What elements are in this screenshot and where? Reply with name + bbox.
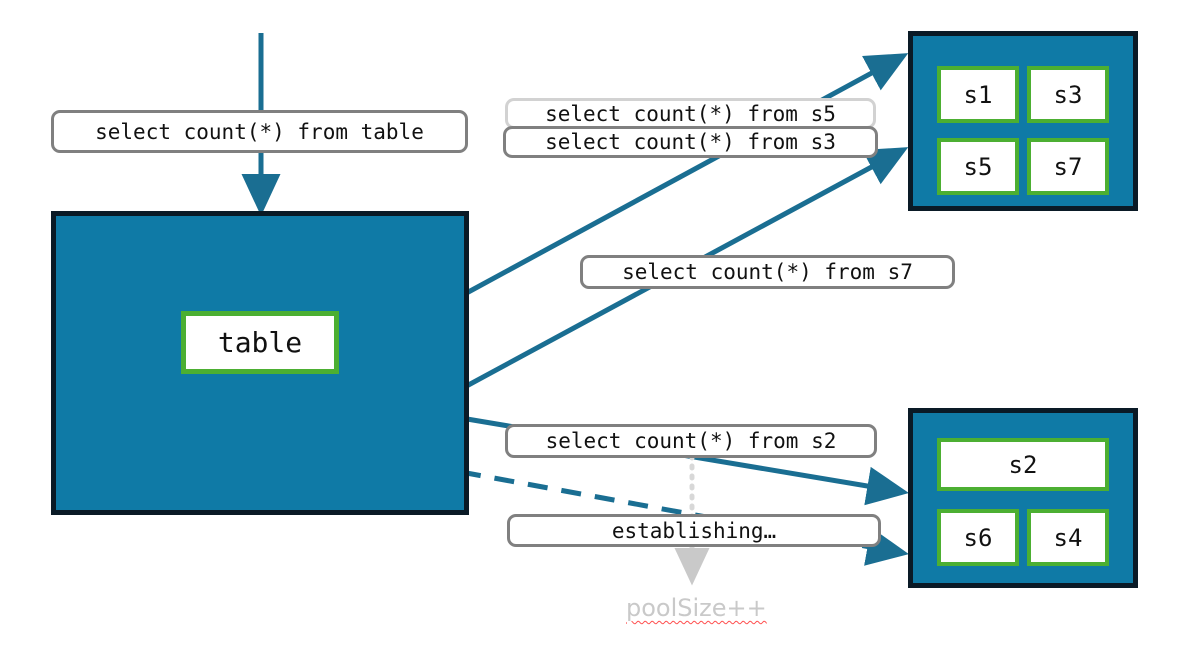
server-s7: s7: [1027, 138, 1109, 195]
establishing-status-text: establishing…: [611, 518, 777, 543]
query-label-s5: select count(*) from s5: [505, 98, 876, 129]
entry-query-text: select count(*) from table: [95, 119, 424, 144]
establishing-status-label: establishing…: [507, 514, 881, 547]
table-node: table: [181, 311, 339, 374]
server-s3: s3: [1027, 66, 1109, 123]
server-s2: s2: [937, 438, 1109, 491]
server-s3-label: s3: [1053, 80, 1083, 109]
server-s7-label: s7: [1053, 152, 1083, 181]
server-s1-label: s1: [963, 80, 993, 109]
server-s6-label: s6: [963, 523, 993, 552]
query-label-s2-text: select count(*) from s2: [545, 429, 837, 453]
server-s4-label: s4: [1053, 523, 1083, 552]
server-s5: s5: [937, 138, 1019, 195]
poolsize-note: poolSize++: [626, 594, 767, 622]
server-s4: s4: [1027, 509, 1109, 566]
query-label-s7-text: select count(*) from s7: [622, 260, 913, 284]
table-node-label: table: [217, 326, 303, 359]
query-label-s3: select count(*) from s3: [503, 126, 878, 158]
query-label-s7: select count(*) from s7: [580, 255, 955, 289]
query-label-s5-text: select count(*) from s5: [545, 101, 836, 126]
query-label-s3-text: select count(*) from s3: [545, 130, 836, 154]
entry-query-label: select count(*) from table: [51, 110, 468, 153]
server-s5-label: s5: [963, 152, 993, 181]
server-s1: s1: [937, 66, 1019, 123]
server-s2-label: s2: [1008, 450, 1038, 479]
server-s6: s6: [937, 509, 1019, 566]
poolsize-note-text: poolSize++: [626, 594, 767, 622]
query-label-s2: select count(*) from s2: [505, 424, 877, 458]
